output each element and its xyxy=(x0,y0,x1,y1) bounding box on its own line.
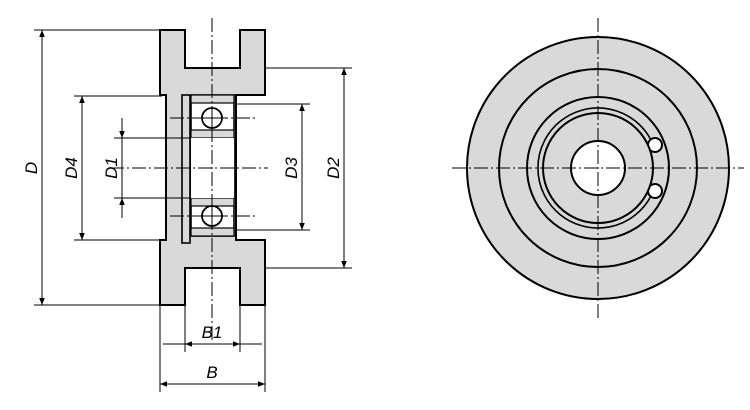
label-B1: B1 xyxy=(202,323,223,342)
label-D4: D4 xyxy=(62,157,81,179)
circlip xyxy=(537,107,652,229)
label-D2: D2 xyxy=(324,157,343,179)
label-D: D xyxy=(22,162,41,174)
label-D1: D1 xyxy=(102,157,121,179)
front-view xyxy=(452,18,744,318)
section-view: D D4 D1 D3 D2 B1 B xyxy=(22,18,352,392)
retaining-ring xyxy=(181,94,191,244)
label-B: B xyxy=(206,363,217,382)
label-D3: D3 xyxy=(282,157,301,179)
